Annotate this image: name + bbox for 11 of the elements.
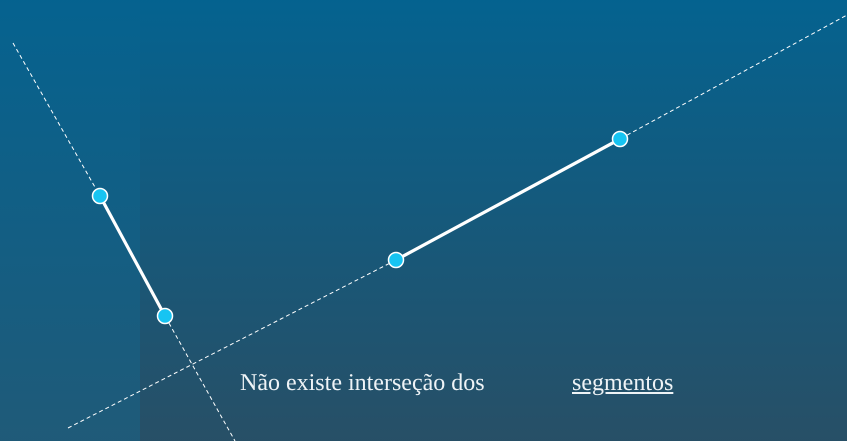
extension-line xyxy=(626,14,847,136)
caption-text: Não existe interseção dos xyxy=(240,371,485,395)
line-segment xyxy=(102,202,163,310)
extension-line xyxy=(168,322,236,441)
endpoint-marker xyxy=(156,307,174,325)
extension-line xyxy=(68,263,390,428)
caption-text: segmentos xyxy=(572,371,674,395)
endpoint-marker xyxy=(387,251,405,269)
line-segment xyxy=(402,141,614,258)
endpoint-marker xyxy=(91,187,109,205)
endpoint-marker xyxy=(611,130,629,148)
